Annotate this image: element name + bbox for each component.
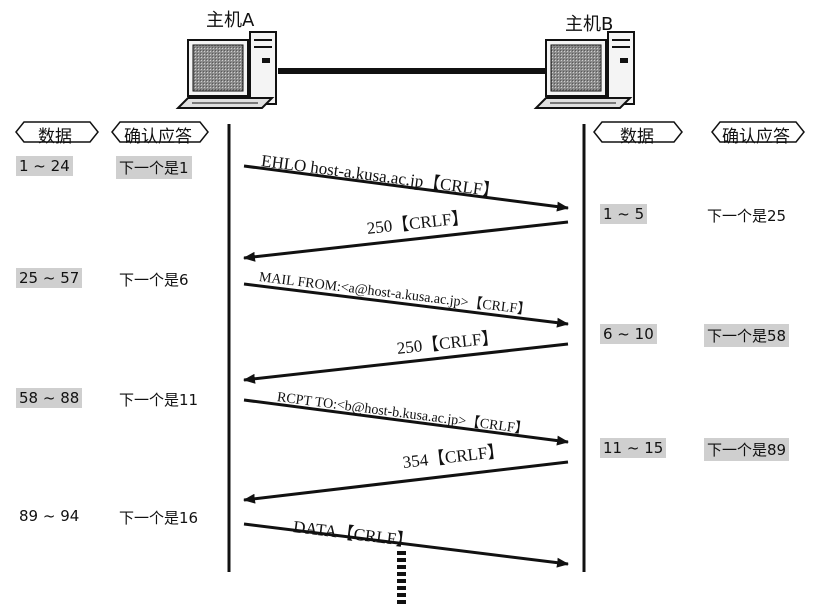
arrow-data	[243, 522, 569, 568]
arrow-rcpt-to	[243, 398, 569, 446]
host-a-label: 主机A	[206, 10, 255, 31]
host-a-ack-cell: 下一个是1	[116, 156, 192, 179]
host-b-label: 主机B	[565, 14, 614, 35]
host-b-data-cell: 1 ~ 5	[600, 204, 648, 224]
host-b-data-cell: 6 ~ 10	[600, 324, 657, 344]
host-a-data-cell: 58 ~ 88	[16, 388, 83, 408]
host-a-ack-header-shape	[111, 121, 209, 143]
host-a-data-cell: 1 ~ 24	[16, 156, 73, 176]
host-b-ack-header: 确认应答	[722, 127, 790, 147]
host-a-ack-cell: 下一个是16	[119, 509, 199, 527]
host-a-data-cell: 25 ~ 57	[16, 268, 83, 288]
host-b-ack-header-shape	[711, 121, 805, 143]
continuation-dashes	[397, 551, 406, 604]
host-b-ack-cell: 下一个是25	[707, 207, 787, 225]
host-b-data-header: 数据	[620, 127, 654, 147]
arrow-ehlo	[243, 164, 569, 212]
host-b-data-header-shape	[593, 121, 683, 143]
host-a-computer-icon	[175, 31, 277, 109]
arrow-mail-from	[243, 282, 569, 328]
arrow-250-second	[243, 342, 569, 384]
host-a-data-header: 数据	[38, 127, 72, 147]
host-a-data-cell: 89 ~ 94	[19, 507, 80, 525]
host-b-computer-icon	[533, 31, 635, 109]
host-b-ack-cell: 下一个是89	[704, 438, 790, 461]
host-b-ack-cell: 下一个是58	[704, 324, 790, 347]
host-a-ack-cell: 下一个是11	[119, 391, 199, 409]
arrow-354	[243, 460, 569, 504]
host-a-data-header-shape	[15, 121, 99, 143]
host-b-data-cell: 11 ~ 15	[600, 438, 667, 458]
host-a-ack-header: 确认应答	[124, 127, 192, 147]
host-a-ack-cell: 下一个是6	[119, 271, 189, 289]
arrow-250-first	[243, 220, 569, 262]
